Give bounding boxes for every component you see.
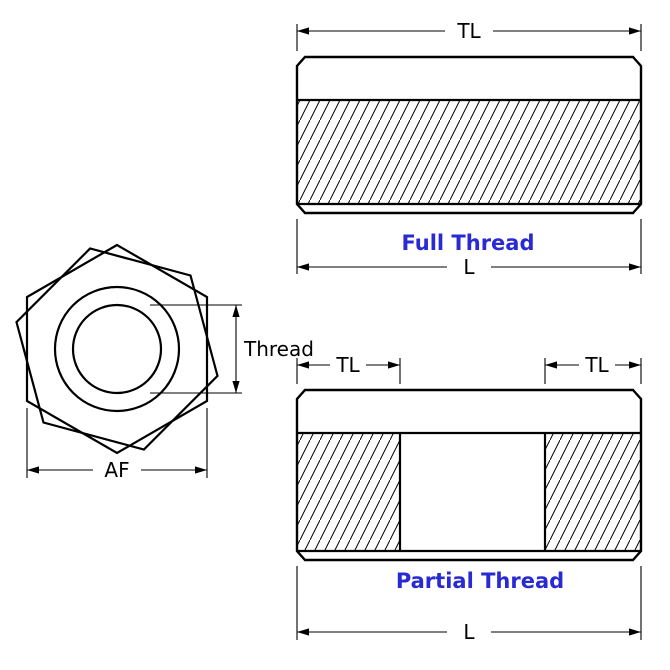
full-thread-caption: Full Thread: [401, 231, 534, 255]
tl-label: TL: [456, 19, 481, 43]
l-dimension: L: [296, 566, 642, 645]
partial-thread-caption: Partial Thread: [396, 569, 564, 593]
label-mask: [330, 352, 366, 378]
l-label: L: [463, 255, 475, 279]
hex-outline-b: [15, 247, 219, 451]
partial-thread-view: TL TL Partial Thread L: [295, 352, 643, 645]
tl-dimension: TL: [296, 18, 642, 51]
full-thread-view: TL Full Thread L: [295, 18, 643, 280]
thread-hatch: [297, 100, 641, 204]
label-mask: [447, 619, 491, 645]
tl-left-dimension: TL: [296, 352, 401, 384]
tl-right-label: TL: [584, 353, 609, 377]
thread-inner-circle: [71, 303, 163, 395]
af-label: AF: [104, 458, 129, 482]
label-mask: [445, 18, 493, 44]
tl-left-label: TL: [335, 353, 360, 377]
thread-outer-circle: [53, 285, 181, 413]
label-mask: [93, 456, 141, 482]
end-view: Thread AF: [15, 243, 314, 482]
l-label: L: [463, 620, 475, 644]
l-dimension: L: [296, 219, 642, 280]
thread-hatch-left: [297, 434, 400, 550]
thread-hatch-right: [545, 434, 641, 550]
label-mask: [579, 352, 615, 378]
label-mask: [447, 254, 491, 280]
af-dimension: AF: [26, 408, 208, 482]
thread-label: Thread: [243, 337, 314, 361]
hex-outline-a: [25, 243, 209, 455]
tl-right-dimension: TL: [544, 352, 642, 384]
thread-dimension: Thread: [150, 304, 314, 394]
